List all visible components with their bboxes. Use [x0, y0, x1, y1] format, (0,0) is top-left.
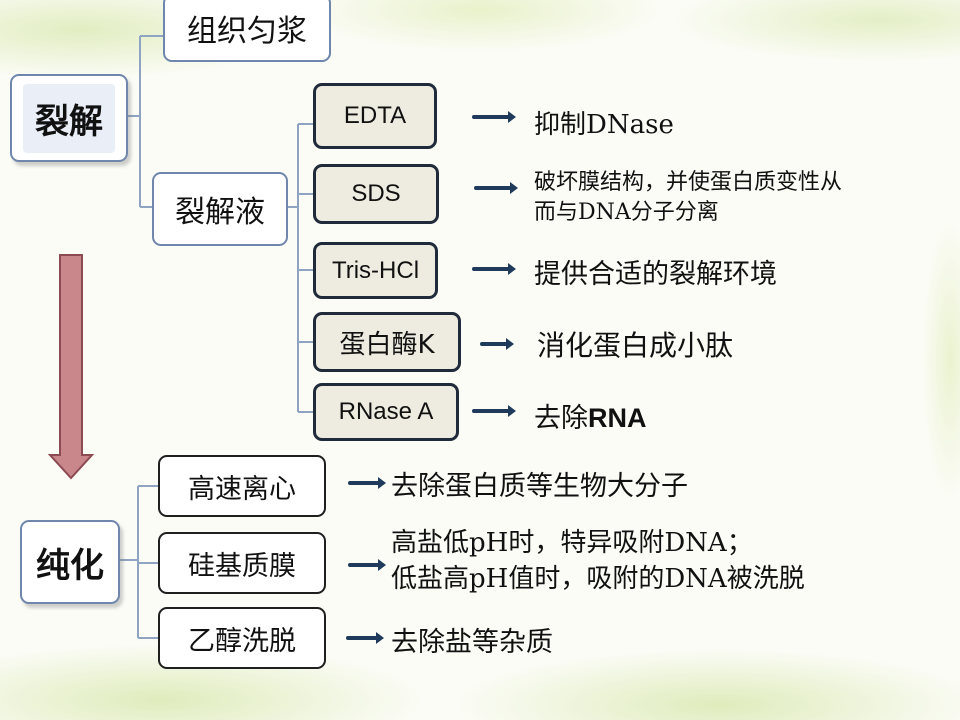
reagent-rnase-box: RNase A [313, 383, 459, 441]
step-centrifuge-label: 高速离心 [188, 473, 296, 505]
reagent-sds-desc: 破坏膜结构，并使蛋白质变性从 而与DNA分子分离 [534, 168, 842, 228]
arrow-icon [348, 477, 386, 489]
lysis-title-box: 裂解 [10, 74, 128, 162]
reagent-sds-label: SDS [351, 180, 401, 207]
reagent-edta-label: EDTA [343, 102, 407, 129]
reagent-sds-desc-line2: 而与DNA分子分离 [534, 200, 719, 225]
arrow-icon [480, 338, 514, 350]
reagent-edta-box: EDTA [313, 83, 437, 149]
step-silica-desc: 高盐低pH时，特异吸附DNA； 低盐高pH值时，吸附的DNA被洗脱 [391, 525, 805, 597]
reagent-proteinase-label: 蛋白酶K [339, 329, 435, 360]
reagent-sds-desc-line1: 破坏膜结构，并使蛋白质变性从 [534, 170, 843, 195]
reagent-rnase-label: RNase A [338, 398, 434, 425]
step-ethanol-box: 乙醇洗脱 [158, 607, 326, 669]
reagent-rnase-desc-bold: RNA [588, 403, 647, 433]
flow-down-arrow [47, 254, 95, 480]
step-silica-desc-line2: 低盐高pH值时，吸附的DNA被洗脱 [391, 564, 805, 594]
reagent-tris-desc: 提供合适的裂解环境 [534, 259, 777, 290]
lysis-buffer-label: 裂解液 [175, 195, 265, 230]
reagent-rnase-desc: 去除RNA [534, 396, 647, 435]
arrow-icon [472, 405, 516, 417]
reagent-proteinase-box: 蛋白酶K [313, 312, 461, 372]
reagent-rnase-desc-prefix: 去除 [534, 403, 588, 434]
lysis-buffer-box: 裂解液 [152, 172, 288, 246]
arrow-icon [472, 263, 516, 275]
arrow-icon [346, 632, 384, 644]
purification-title-box: 纯化 [20, 520, 120, 604]
arrow-icon [474, 182, 518, 194]
step-ethanol-label: 乙醇洗脱 [188, 625, 296, 657]
arrow-icon [348, 559, 386, 571]
homogenate-label: 组织匀浆 [187, 14, 307, 49]
arrow-icon [472, 111, 516, 123]
reagent-sds-box: SDS [313, 164, 439, 224]
reagent-tris-label: Tris-HCl [331, 256, 420, 284]
purification-title: 纯化 [36, 545, 104, 586]
reagent-edta-desc: 抑制DNase [534, 110, 674, 140]
reagent-proteinase-desc: 消化蛋白成小肽 [537, 329, 734, 362]
step-centrifuge-box: 高速离心 [158, 455, 326, 517]
lysis-title: 裂解 [23, 83, 115, 153]
step-ethanol-desc: 去除盐等杂质 [391, 627, 553, 658]
reagent-tris-box: Tris-HCl [313, 242, 438, 299]
homogenate-box: 组织匀浆 [163, 0, 331, 62]
step-silica-desc-line1: 高盐低pH时，特异吸附DNA； [391, 528, 753, 558]
step-silica-label: 硅基质膜 [188, 550, 296, 582]
step-centrifuge-desc: 去除蛋白质等生物大分子 [391, 471, 688, 502]
step-silica-box: 硅基质膜 [158, 532, 326, 594]
